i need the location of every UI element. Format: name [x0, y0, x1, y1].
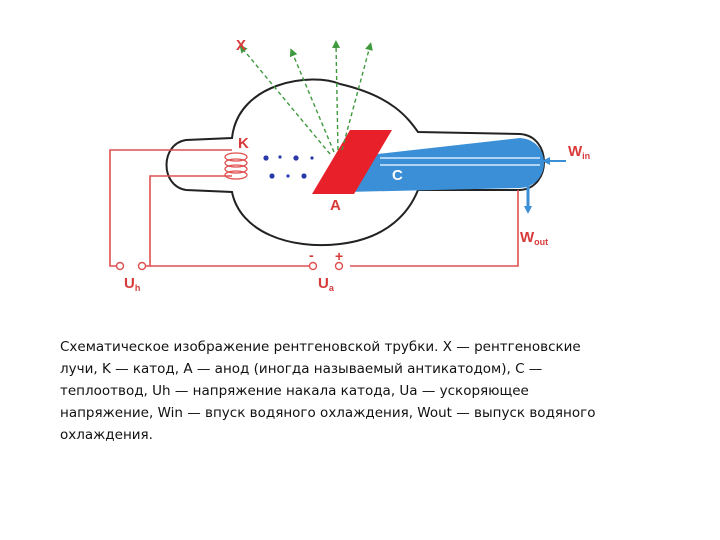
electrons: [263, 155, 314, 179]
label-u-a: Ua: [318, 275, 335, 293]
label-plus: +: [335, 248, 343, 264]
diagram-caption: Схематическое изображение рентгеновской …: [60, 339, 596, 443]
label-minus: -: [309, 247, 314, 263]
label-w-out: Wout: [520, 229, 548, 247]
circuit-wires: [109, 149, 519, 267]
label-w-in: Win: [568, 143, 590, 161]
label-cathode: K: [238, 135, 249, 152]
anode: [312, 130, 392, 194]
x-ray-tube-diagram: X K A C Win Wout Uh Ua - +: [109, 37, 590, 293]
terminals: [115, 261, 344, 271]
cathode-filament: [224, 152, 248, 180]
glass-envelope: [165, 78, 545, 247]
label-x-rays: X: [236, 37, 246, 54]
label-anode: A: [330, 197, 341, 214]
x-ray-beams: [239, 40, 373, 155]
label-heatsink: C: [392, 167, 403, 184]
label-u-h: Uh: [124, 275, 140, 293]
